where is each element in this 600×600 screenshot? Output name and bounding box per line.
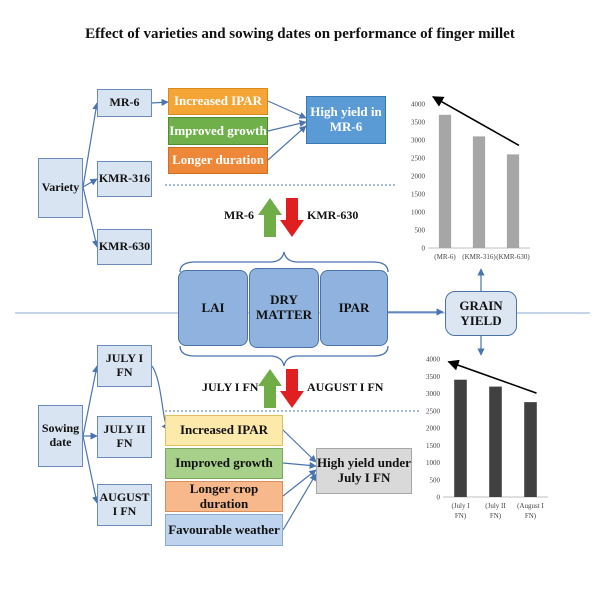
converge-arrow <box>267 100 307 119</box>
y-tick-label: 2000 <box>411 173 426 181</box>
y-tick-label: 1500 <box>411 191 426 199</box>
bar <box>524 402 537 497</box>
result-high-yield-mr6: High yield in MR-6 <box>306 96 386 144</box>
sowing-item-july1: JULY I FN <box>97 345 152 387</box>
converge-arrow <box>282 473 317 531</box>
bar <box>438 114 452 248</box>
trend-arrow <box>432 96 520 147</box>
y-tick-label: 2500 <box>426 407 441 415</box>
converge-arrow <box>282 461 317 469</box>
x-tick-label: (KMR-316) <box>462 253 496 261</box>
variety-item-kmr316: KMR-316 <box>97 161 152 197</box>
y-tick-label: 4000 <box>411 101 426 109</box>
grain-yield-box: GRAIN YIELD <box>445 291 517 336</box>
x-tick-label: (MR-6) <box>434 253 456 261</box>
x-tick-label: FN) <box>525 512 537 520</box>
page-title: Effect of varieties and sowing dates on … <box>85 26 515 42</box>
label-up-variety: MR-6 <box>224 208 254 222</box>
branch-arrow <box>82 435 100 504</box>
x-tick-label: (August I <box>517 502 544 510</box>
sowing-effect-longer-crop-duration: Longer crop duration <box>165 481 283 512</box>
effect-increased-ipar: Increased IPAR <box>168 88 268 115</box>
bar <box>472 136 486 248</box>
y-tick-label: 500 <box>415 227 426 235</box>
y-tick-label: 1000 <box>426 459 441 467</box>
sowing-item-august1: AUGUST I FN <box>97 484 152 526</box>
down-arrow-sowing <box>280 369 304 408</box>
y-tick-label: 3500 <box>411 119 426 127</box>
sowing-effect-improved-growth: Improved growth <box>165 448 283 479</box>
converge-arrow <box>267 125 307 161</box>
chart-sowing-dates: 0 500 1000 1500 2000 2500 3000 3500 4000 (July I F… <box>426 356 548 520</box>
sowing-effect-increased-ipar: Increased IPAR <box>165 415 283 446</box>
branch-arrow <box>151 98 169 106</box>
chart-varieties: 0 500 1000 1500 2000 2500 3000 3500 4000 (MR-6) (K… <box>411 96 530 261</box>
center-ipar: IPAR <box>320 270 388 346</box>
label-down-variety: KMR-630 <box>307 208 359 222</box>
bar <box>506 154 520 248</box>
bar <box>454 379 467 497</box>
variety-box: Variety <box>38 158 83 218</box>
effect-longer-duration: Longer duration <box>168 147 268 174</box>
brace-top <box>179 251 389 273</box>
variety-item-mr6: MR-6 <box>97 89 152 117</box>
x-tick-label: FN) <box>490 512 502 520</box>
y-tick-label: 3000 <box>426 390 441 398</box>
label-up-sowing: JULY I FN <box>202 380 259 394</box>
y-tick-label: 0 <box>422 245 426 253</box>
up-arrow-variety <box>258 198 282 237</box>
branch-arrow <box>82 178 98 188</box>
label-down-sowing: AUGUST I FN <box>307 380 384 394</box>
sowing-box: Sowing date <box>38 405 83 467</box>
converge-arrow <box>282 429 317 463</box>
center-dry-matter: DRY MATTER <box>249 268 319 348</box>
y-tick-label: 500 <box>430 476 441 484</box>
up-arrow-sowing <box>258 369 282 408</box>
trend-arrow <box>447 359 537 394</box>
branch-arrow <box>82 102 100 188</box>
y-tick-label: 2500 <box>411 155 426 163</box>
x-tick-label: (July I <box>451 502 470 510</box>
branch-arrow <box>82 365 100 437</box>
converge-arrow <box>267 119 307 132</box>
x-tick-label: (July II <box>485 502 506 510</box>
y-tick-label: 3000 <box>411 137 426 145</box>
sowing-effect-favourable-weather: Favourable weather <box>165 514 283 546</box>
brace-bottom <box>179 345 389 367</box>
y-tick-label: 2000 <box>426 425 441 433</box>
x-tick-label: (KMR-630) <box>496 253 530 261</box>
x-tick-label: FN) <box>455 512 467 520</box>
bar <box>489 386 502 497</box>
down-arrow-variety <box>280 198 304 237</box>
y-tick-label: 1500 <box>426 442 441 450</box>
y-tick-label: 1000 <box>411 209 426 217</box>
result-high-yield-july1: High yield under July I FN <box>316 448 412 494</box>
branch-arrow <box>82 186 100 248</box>
y-tick-label: 3500 <box>426 373 441 381</box>
y-tick-label: 4000 <box>426 356 441 364</box>
y-tick-label: 0 <box>437 494 441 502</box>
sowing-item-july2: JULY II FN <box>97 416 152 458</box>
variety-item-kmr630: KMR-630 <box>97 229 152 265</box>
center-lai: LAI <box>178 270 248 346</box>
effect-improved-growth: Improved growth <box>168 117 268 145</box>
